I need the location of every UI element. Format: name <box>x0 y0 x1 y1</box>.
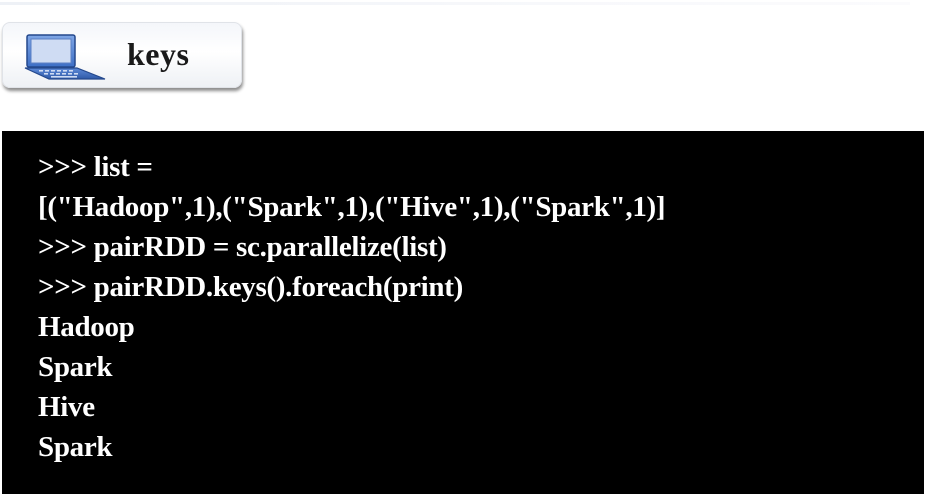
code-line-3: >>> pairRDD = sc.parallelize(list) <box>38 231 447 263</box>
code-line-2: [("Hadoop",1),("Spark",1),("Hive",1),("S… <box>38 191 666 223</box>
code-console: >>> list = [("Hadoop",1),("Spark",1),("H… <box>2 131 924 494</box>
code-line-4: >>> pairRDD.keys().foreach(print) <box>38 271 463 303</box>
top-divider <box>0 2 910 5</box>
output-line-4: Spark <box>38 431 113 463</box>
code-line-1: >>> list = <box>38 151 153 183</box>
output-line-1: Hadoop <box>38 311 135 343</box>
laptop-icon <box>24 34 106 80</box>
slide-title: keys <box>127 36 190 72</box>
output-line-3: Hive <box>38 391 95 423</box>
output-line-2: Spark <box>38 351 113 383</box>
title-tab: keys <box>2 22 242 88</box>
